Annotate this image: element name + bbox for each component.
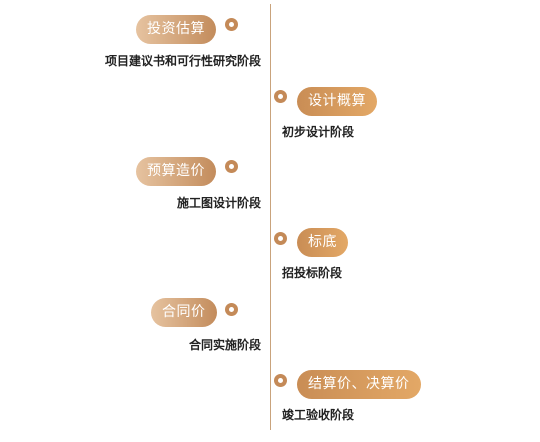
timeline-dot-icon [225,160,238,173]
phase-pill: 标底 [297,228,348,257]
phase-pill: 预算造价 [136,157,216,186]
phase-pill: 投资估算 [136,15,216,44]
phase-pill: 设计概算 [297,87,377,116]
phase-stage-label: 项目建议书和可行性研究阶段 [104,54,261,68]
timeline-dot-icon [274,374,287,387]
timeline-dot-icon [225,303,238,316]
phase-stage-label: 合同实施阶段 [188,338,261,352]
timeline-axis [270,4,271,430]
phase-stage-label: 竣工验收阶段 [282,408,355,422]
phase-pill: 结算价、决算价 [297,370,421,399]
phase-stage-label: 初步设计阶段 [282,125,355,139]
phase-stage-label: 招投标阶段 [282,266,343,280]
phase-pill: 合同价 [151,298,217,327]
timeline-dot-icon [225,18,238,31]
timeline-dot-icon [274,232,287,245]
timeline-dot-icon [274,90,287,103]
phase-stage-label: 施工图设计阶段 [176,196,261,210]
